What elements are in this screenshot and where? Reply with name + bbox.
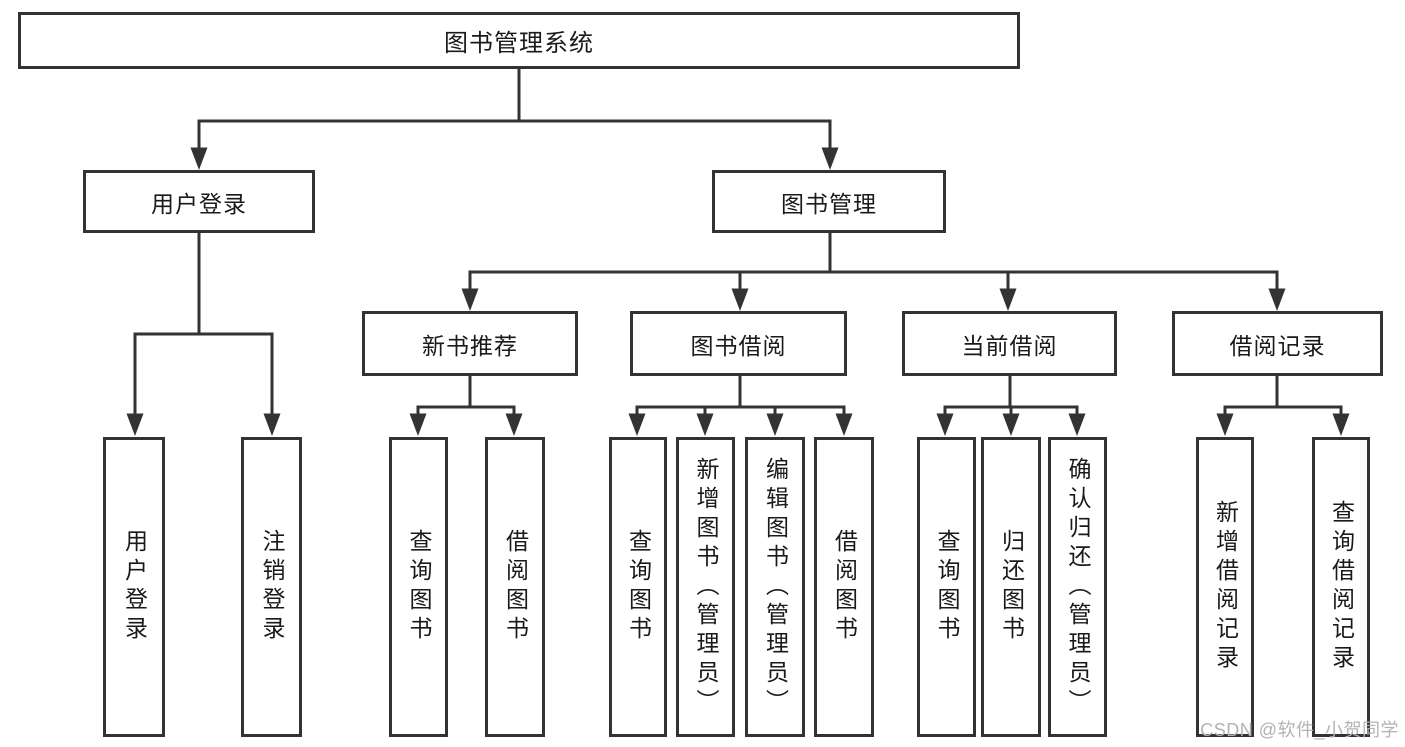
node-borrow-record: 借阅记录 bbox=[1172, 311, 1383, 376]
leaf-label: 查询图书 bbox=[625, 529, 652, 645]
leaf-borrow-book: 借阅图书 bbox=[814, 437, 874, 737]
leaf-query-book-borrow: 查询图书 bbox=[609, 437, 667, 737]
node-label: 当前借阅 bbox=[961, 332, 1058, 359]
node-current-borrow: 当前借阅 bbox=[902, 311, 1117, 376]
leaf-label: 归还图书 bbox=[998, 529, 1025, 645]
leaf-label: 新增借阅记录 bbox=[1212, 500, 1239, 674]
node-label: 用户登录 bbox=[151, 190, 247, 217]
node-new-book-recommend: 新书推荐 bbox=[362, 311, 578, 376]
leaf-label: 查询借阅记录 bbox=[1328, 500, 1355, 674]
leaf-add-borrow-record: 新增借阅记录 bbox=[1196, 437, 1254, 737]
leaf-label: 新增图书（管理员） bbox=[693, 456, 719, 718]
leaf-label: 用户登录 bbox=[121, 529, 148, 645]
leaf-logout-login: 注销登录 bbox=[241, 437, 302, 737]
leaf-add-book-admin: 新增图书（管理员） bbox=[676, 437, 735, 737]
node-label: 图书借阅 bbox=[690, 332, 787, 359]
leaf-edit-book-admin: 编辑图书（管理员） bbox=[745, 437, 805, 737]
leaf-confirm-return-admin: 确认归还（管理员） bbox=[1048, 437, 1107, 737]
leaf-borrow-book-recommend: 借阅图书 bbox=[485, 437, 545, 737]
leaf-return-book: 归还图书 bbox=[981, 437, 1041, 737]
leaf-label: 注销登录 bbox=[259, 529, 285, 645]
leaf-label: 确认归还（管理员） bbox=[1065, 456, 1091, 718]
node-label: 借阅记录 bbox=[1229, 332, 1326, 359]
node-label: 图书管理 bbox=[781, 190, 877, 217]
leaf-label: 借阅图书 bbox=[502, 529, 529, 645]
leaf-label: 编辑图书（管理员） bbox=[762, 456, 789, 718]
leaf-label: 查询图书 bbox=[406, 529, 432, 645]
node-book-borrow: 图书借阅 bbox=[630, 311, 847, 376]
node-book-management: 图书管理 bbox=[712, 170, 946, 233]
node-label: 图书管理系统 bbox=[444, 30, 594, 57]
node-label: 新书推荐 bbox=[422, 332, 518, 359]
leaf-query-borrow-record: 查询借阅记录 bbox=[1312, 437, 1370, 737]
leaf-query-book-recommend: 查询图书 bbox=[389, 437, 448, 737]
leaf-label: 查询图书 bbox=[934, 529, 960, 645]
node-library-management-system: 图书管理系统 bbox=[18, 12, 1020, 69]
leaf-label: 借阅图书 bbox=[831, 529, 858, 645]
leaf-query-book-current: 查询图书 bbox=[917, 437, 976, 737]
node-user-login: 用户登录 bbox=[83, 170, 315, 233]
leaf-user-login: 用户登录 bbox=[103, 437, 165, 737]
